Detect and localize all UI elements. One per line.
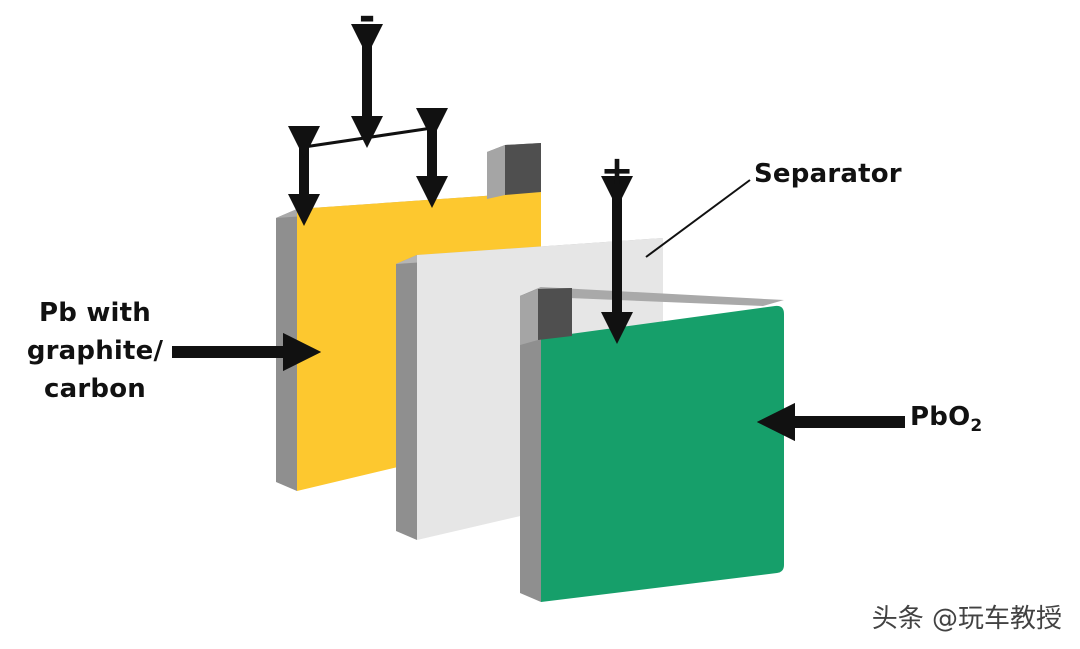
negative-terminal-side <box>487 145 505 199</box>
positive-plate-top <box>520 287 784 306</box>
negative-connection <box>287 23 449 227</box>
negative-sign: - <box>358 0 376 40</box>
negative-plate-label: Pb with graphite/ carbon <box>20 294 170 408</box>
positive-sign: + <box>600 148 634 194</box>
positive-terminal-side <box>520 289 538 345</box>
separator-leader-line <box>645 179 751 258</box>
separator-label: Separator <box>754 159 902 189</box>
negative-terminal-front <box>505 143 541 195</box>
negative-plate-label-line-1: Pb with <box>39 298 151 328</box>
positive-terminal-front <box>538 288 572 340</box>
positive-plate <box>520 287 784 602</box>
watermark: 头条 @玩车教授 <box>871 604 1062 634</box>
negative-plate-label-line-2: graphite/ <box>26 336 164 366</box>
positive-plate-side <box>520 287 541 602</box>
separator-side <box>396 255 417 540</box>
positive-plate-face <box>541 305 784 602</box>
positive-plate-label: PbO2 <box>910 402 982 436</box>
negative-plate-label-line-3: carbon <box>44 374 146 404</box>
positive-plate-label-subscript: 2 <box>970 416 983 436</box>
positive-plate-label-main: PbO <box>910 402 971 432</box>
